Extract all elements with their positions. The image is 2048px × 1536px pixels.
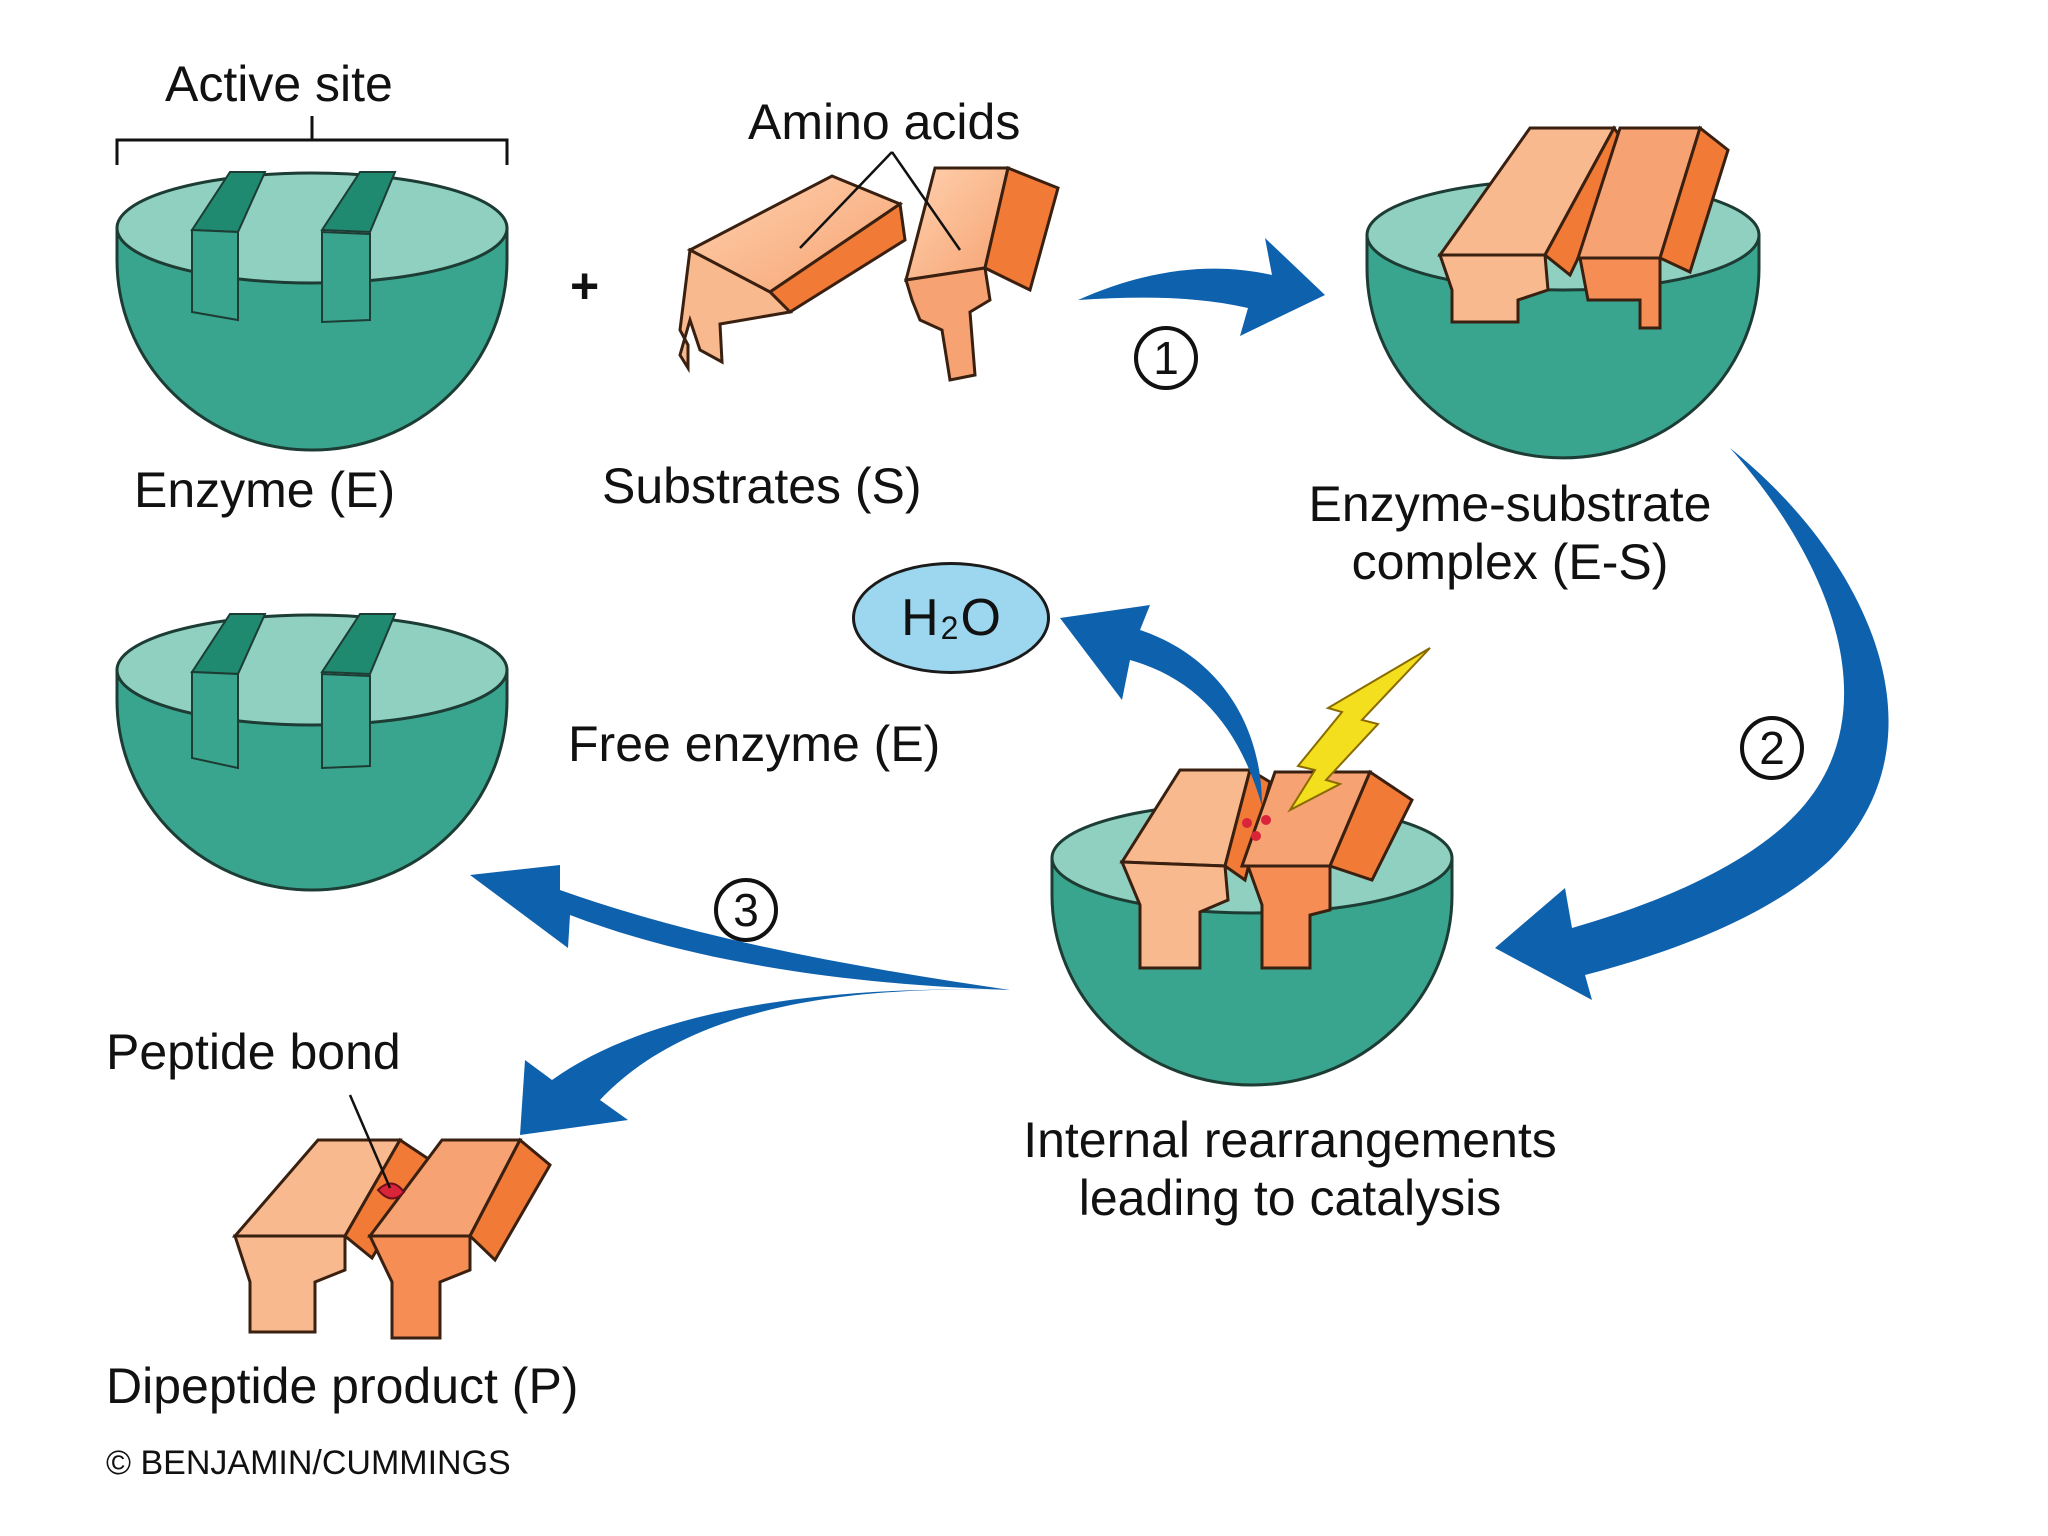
amino-acids-pointer (799, 151, 962, 251)
step-3-arrow-to-enzyme (470, 865, 1010, 990)
step-3-arrow-to-product (520, 989, 1010, 1135)
enzyme-substrate-complex-label: Enzyme-substrate complex (E-S) (1250, 476, 1770, 591)
water-subscript: 2 (940, 609, 959, 646)
water-h: H (901, 589, 939, 647)
enzyme-label: Enzyme (E) (134, 462, 396, 518)
enzyme-shape (115, 171, 509, 452)
free-enzyme-label: Free enzyme (E) (568, 716, 941, 772)
internal-rearrangements-label: Internal rearrangements leading to catal… (930, 1112, 1650, 1227)
internal-line-1: Internal rearrangements (1023, 1112, 1557, 1168)
enzyme-substrate-complex-shape (1365, 125, 1761, 460)
dipeptide-product-shape (231, 1137, 552, 1340)
substrate-amino-acid-right (903, 165, 1060, 382)
dipeptide-product-label: Dipeptide product (P) (106, 1358, 579, 1414)
step-1-marker: 1 (1134, 326, 1198, 390)
plus-sign: + (570, 258, 600, 314)
substrates-label: Substrates (S) (602, 458, 922, 514)
substrate-amino-acid-left (678, 174, 907, 374)
catalysis-complex-shape (1050, 767, 1454, 1087)
peptide-bond-label: Peptide bond (106, 1024, 401, 1080)
bond-dot (1242, 818, 1252, 828)
peptide-bond-mark (376, 1182, 406, 1200)
amino-acids-label: Amino acids (748, 94, 1021, 150)
internal-line-2: leading to catalysis (1078, 1169, 1502, 1226)
bond-dot (1251, 831, 1261, 841)
energy-bolt-icon (1287, 647, 1431, 813)
step-1-arrow (1078, 238, 1325, 336)
free-enzyme-shape (115, 613, 509, 892)
active-site-label: Active site (165, 56, 393, 112)
step-3-marker: 3 (714, 878, 778, 942)
bond-dot (1261, 815, 1271, 825)
es-complex-line-1: Enzyme-substrate (1308, 476, 1712, 532)
water-o: O (960, 589, 1001, 647)
copyright-notice: © BENJAMIN/CUMMINGS (106, 1444, 511, 1482)
step-2-marker: 2 (1740, 716, 1804, 780)
peptide-bond-pointer (348, 1094, 392, 1189)
active-site-bracket (115, 116, 509, 165)
water-release-arrow (1060, 605, 1262, 806)
es-complex-line-2: complex (E-S) (1351, 533, 1669, 590)
step-2-arrow (1495, 448, 1889, 1000)
